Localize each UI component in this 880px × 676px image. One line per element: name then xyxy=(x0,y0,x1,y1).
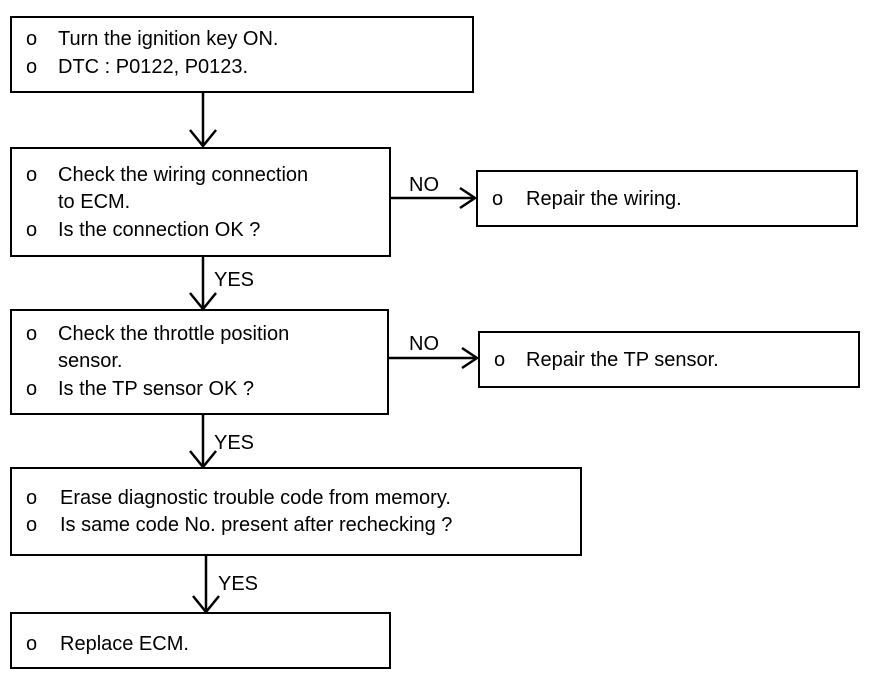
step-text: Replace ECM. xyxy=(60,633,189,655)
step-text: Erase diagnostic trouble code from memor… xyxy=(60,487,451,509)
step-text: Turn the ignition key ON. xyxy=(58,28,279,50)
box-check-tp-sensor: o Check the throttle position sensor. o … xyxy=(10,309,389,415)
step-text: sensor. xyxy=(58,350,123,372)
step-text: Repair the TP sensor. xyxy=(526,349,719,371)
bullet-marker: o xyxy=(26,514,38,536)
arrowhead-start-to-wiring xyxy=(189,129,217,148)
bullet-marker: o xyxy=(26,164,38,186)
step-text: Is the connection OK ? xyxy=(58,219,261,241)
bullet-marker: o xyxy=(492,188,504,210)
arrowhead-tps-to-repair xyxy=(461,346,480,370)
step-text: Repair the wiring. xyxy=(526,188,682,210)
box-turn-ignition-on: o Turn the ignition key ON. o DTC : P012… xyxy=(10,16,474,93)
box-check-wiring: o Check the wiring connection to ECM. o … xyxy=(10,147,391,257)
label-yes: YES xyxy=(214,432,255,454)
step-text: Check the throttle position xyxy=(58,323,290,345)
box-repair-wiring: o Repair the wiring. xyxy=(476,170,858,227)
bullet-marker: o xyxy=(494,349,506,371)
bullet-marker: o xyxy=(26,487,38,509)
bullet-marker: o xyxy=(26,633,38,655)
box-repair-tp-sensor: o Repair the TP sensor. xyxy=(478,331,860,388)
arrowhead-wiring-to-repair xyxy=(459,186,478,210)
bullet-marker: o xyxy=(26,323,38,345)
label-no: NO xyxy=(409,174,439,196)
step-text: to ECM. xyxy=(58,191,131,213)
step-text: Is same code No. present after recheckin… xyxy=(60,514,453,536)
bullet-marker: o xyxy=(26,378,38,400)
bullet-marker: o xyxy=(26,56,38,78)
box-erase-dtc: o Erase diagnostic trouble code from mem… xyxy=(10,467,582,556)
label-yes: YES xyxy=(218,573,259,595)
bullet-marker: o xyxy=(26,219,38,241)
box-replace-ecm: o Replace ECM. xyxy=(10,612,391,669)
step-text: Check the wiring connection xyxy=(58,164,309,186)
step-text: Is the TP sensor OK ? xyxy=(58,378,255,400)
bullet-marker: o xyxy=(26,28,38,50)
label-yes: YES xyxy=(214,269,255,291)
label-no: NO xyxy=(409,333,439,355)
step-text: DTC : P0122, P0123. xyxy=(58,56,249,78)
